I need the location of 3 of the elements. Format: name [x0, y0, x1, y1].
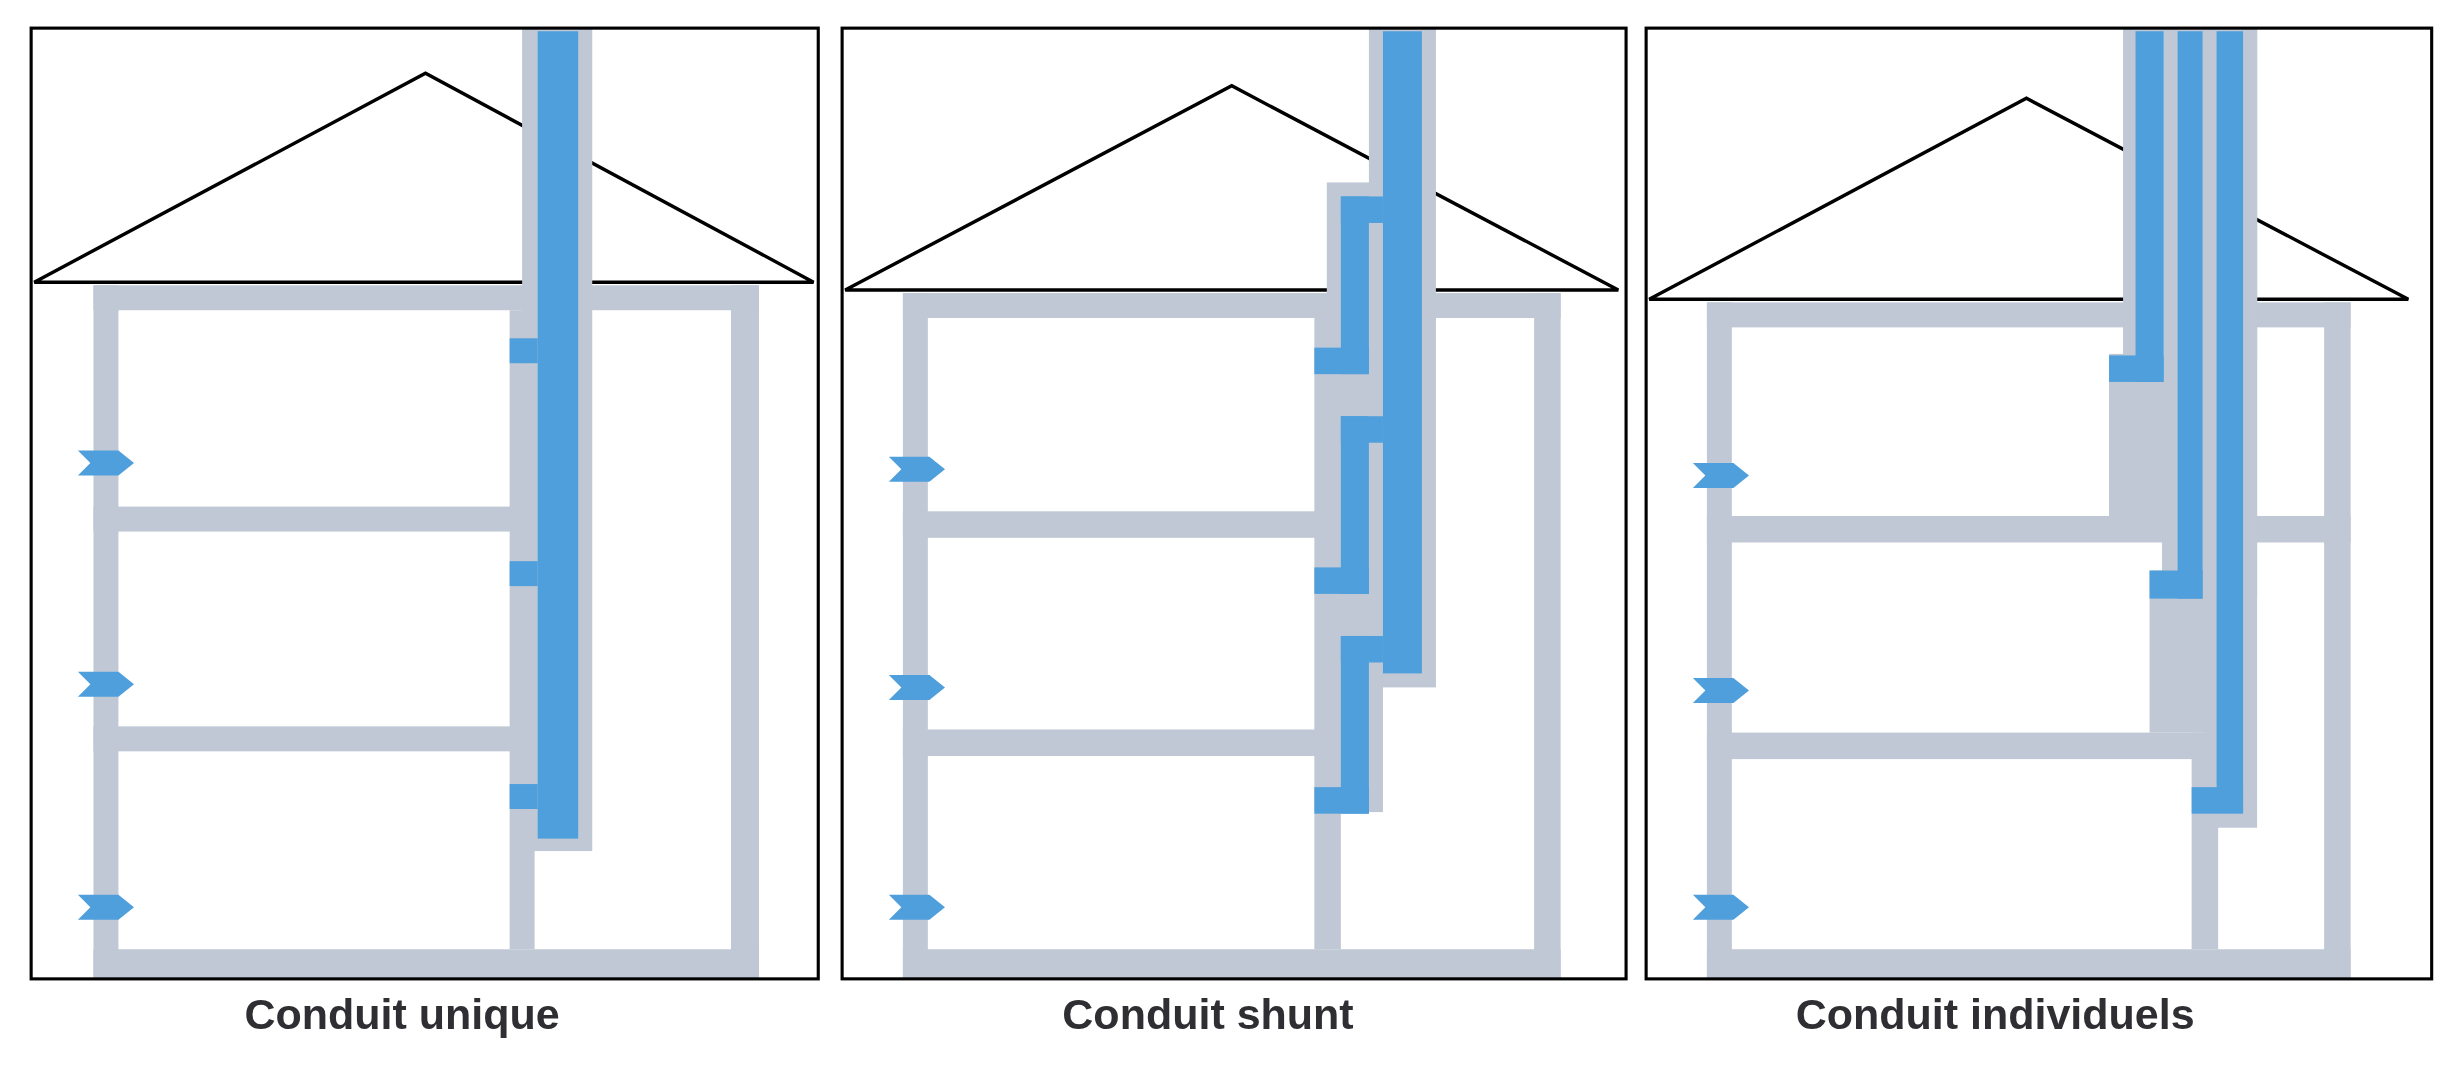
caption: Conduit shunt	[1062, 991, 1354, 1039]
caption: Conduit individuels	[1795, 991, 2195, 1039]
caption: Conduit unique	[244, 991, 560, 1039]
